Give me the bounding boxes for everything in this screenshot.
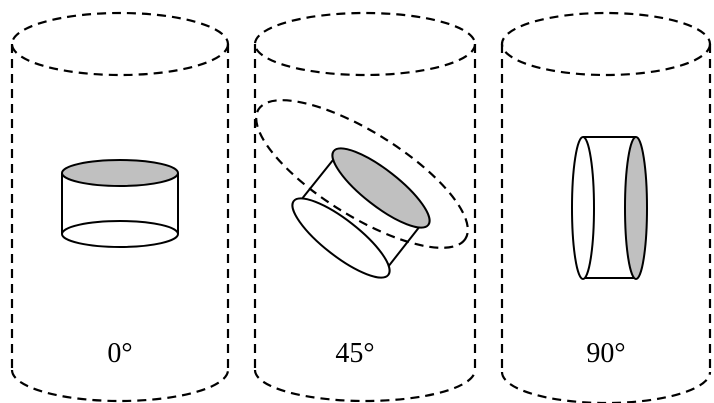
panel-45deg: 45° bbox=[253, 11, 477, 403]
container-bottom-arc bbox=[10, 369, 230, 403]
inner-cylinder-bottom-face bbox=[571, 136, 595, 280]
inner-cylinder-walls bbox=[583, 136, 636, 279]
inner-cylinder-walls bbox=[61, 173, 179, 234]
container-top-ellipse bbox=[500, 11, 712, 77]
tilted-section-ellipse bbox=[255, 99, 469, 249]
inner-cylinder-top-face bbox=[331, 147, 431, 229]
inner-cylinder-bottom-face bbox=[61, 220, 179, 248]
inner-cylinder-top-face bbox=[61, 159, 179, 187]
panel-label-0deg: 0° bbox=[107, 338, 132, 369]
inner-cylinder-walls bbox=[296, 154, 425, 273]
panel-90deg: 90° bbox=[500, 11, 712, 403]
inner-cylinder-top-face bbox=[624, 136, 648, 280]
container-bottom-arc bbox=[253, 369, 477, 403]
panel-label-45deg: 45° bbox=[335, 338, 374, 369]
container-bottom-arc bbox=[500, 371, 712, 403]
container-top-ellipse bbox=[253, 11, 477, 77]
panel-label-90deg: 90° bbox=[586, 338, 625, 369]
panel-0deg: 0° bbox=[10, 11, 230, 403]
inner-cylinder-bottom-face bbox=[291, 197, 391, 279]
container-top-ellipse bbox=[10, 11, 230, 77]
